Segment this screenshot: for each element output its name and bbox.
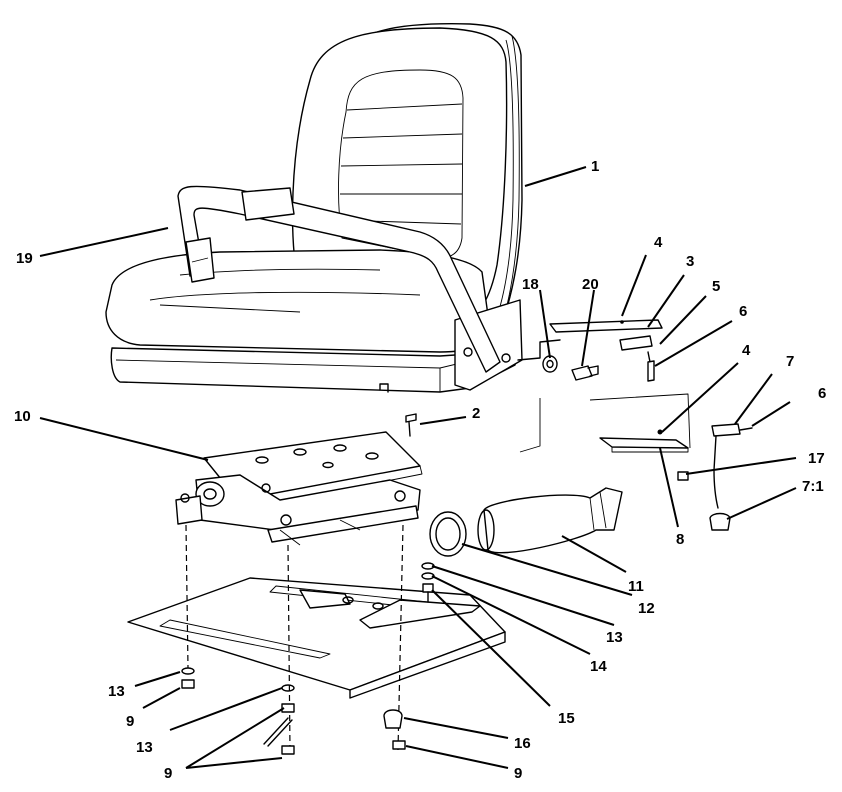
callout-9: 9 <box>126 713 134 730</box>
callout-labels: 1 2 3 4 4 5 6 6 7 7:1 8 9 9 9 10 11 12 1… <box>14 158 826 782</box>
callout-7: 7 <box>786 353 794 370</box>
suspension <box>175 431 423 546</box>
callout-7-1: 7:1 <box>802 478 824 495</box>
callout-1: 1 <box>591 158 599 175</box>
callout-13: 13 <box>108 683 125 700</box>
callout-17: 17 <box>808 450 825 467</box>
seat <box>105 23 561 393</box>
callout-13: 13 <box>136 739 153 756</box>
callout-15: 15 <box>558 710 575 727</box>
axis-right <box>397 524 404 751</box>
callout-9: 9 <box>164 765 172 782</box>
callout-20: 20 <box>582 276 599 293</box>
seat-belt <box>177 185 501 373</box>
callout-8: 8 <box>676 531 684 548</box>
callout-2: 2 <box>472 405 480 422</box>
callout-10: 10 <box>14 408 31 425</box>
callout-3: 3 <box>686 253 694 270</box>
callout-6: 6 <box>818 385 826 402</box>
axis-center <box>287 544 291 751</box>
callout-13: 13 <box>606 629 623 646</box>
callout-6: 6 <box>739 303 747 320</box>
callout-19: 19 <box>16 250 33 267</box>
callout-9: 9 <box>514 765 522 782</box>
callout-4: 4 <box>742 342 751 359</box>
callout-4: 4 <box>654 234 663 251</box>
callout-12: 12 <box>638 600 655 617</box>
axis-left <box>185 524 189 669</box>
callout-18: 18 <box>522 276 539 293</box>
callout-11: 11 <box>628 578 644 595</box>
callout-14: 14 <box>590 658 607 675</box>
callout-5: 5 <box>712 278 720 295</box>
callout-16: 16 <box>514 735 531 752</box>
hardware <box>181 319 753 755</box>
leader-lines <box>39 166 797 769</box>
